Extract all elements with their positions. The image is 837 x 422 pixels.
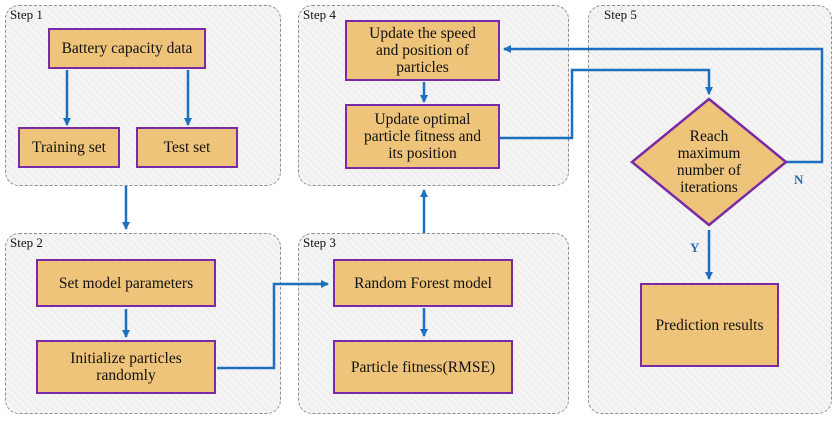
particle-fitness-box: Particle fitness(RMSE)	[333, 340, 513, 394]
step-4-label: Step 4	[303, 7, 336, 22]
initialize-particles-box: Initialize particles randomly	[36, 340, 216, 394]
edge-label-yes: Y	[690, 240, 700, 255]
step-5-label: Step 5	[604, 7, 637, 22]
step-2-label: Step 2	[10, 235, 43, 250]
test-set-box: Test set	[136, 127, 238, 168]
battery-capacity-data-box: Battery capacity data	[48, 28, 206, 69]
arrow-initialize-to-random-forest	[217, 280, 329, 370]
set-model-parameters-box: Set model parameters	[36, 259, 216, 307]
update-optimal-fitness-box: Update optimal particle fitness and its …	[345, 104, 500, 169]
decision-diamond	[630, 97, 788, 227]
update-speed-position-box: Update the speed and position of particl…	[345, 20, 500, 81]
step-1-label: Step 1	[10, 7, 43, 22]
decision-label: Reach maximum number of iterations	[676, 128, 742, 196]
training-set-box: Training set	[18, 127, 120, 168]
step-3-label: Step 3	[303, 235, 336, 250]
arrow-decision-no-loop	[503, 45, 824, 164]
arrow-optimal-to-decision	[500, 68, 713, 140]
prediction-results-box: Prediction results	[640, 283, 779, 367]
edge-label-no: N	[794, 172, 804, 187]
random-forest-model-box: Random Forest model	[333, 259, 513, 307]
